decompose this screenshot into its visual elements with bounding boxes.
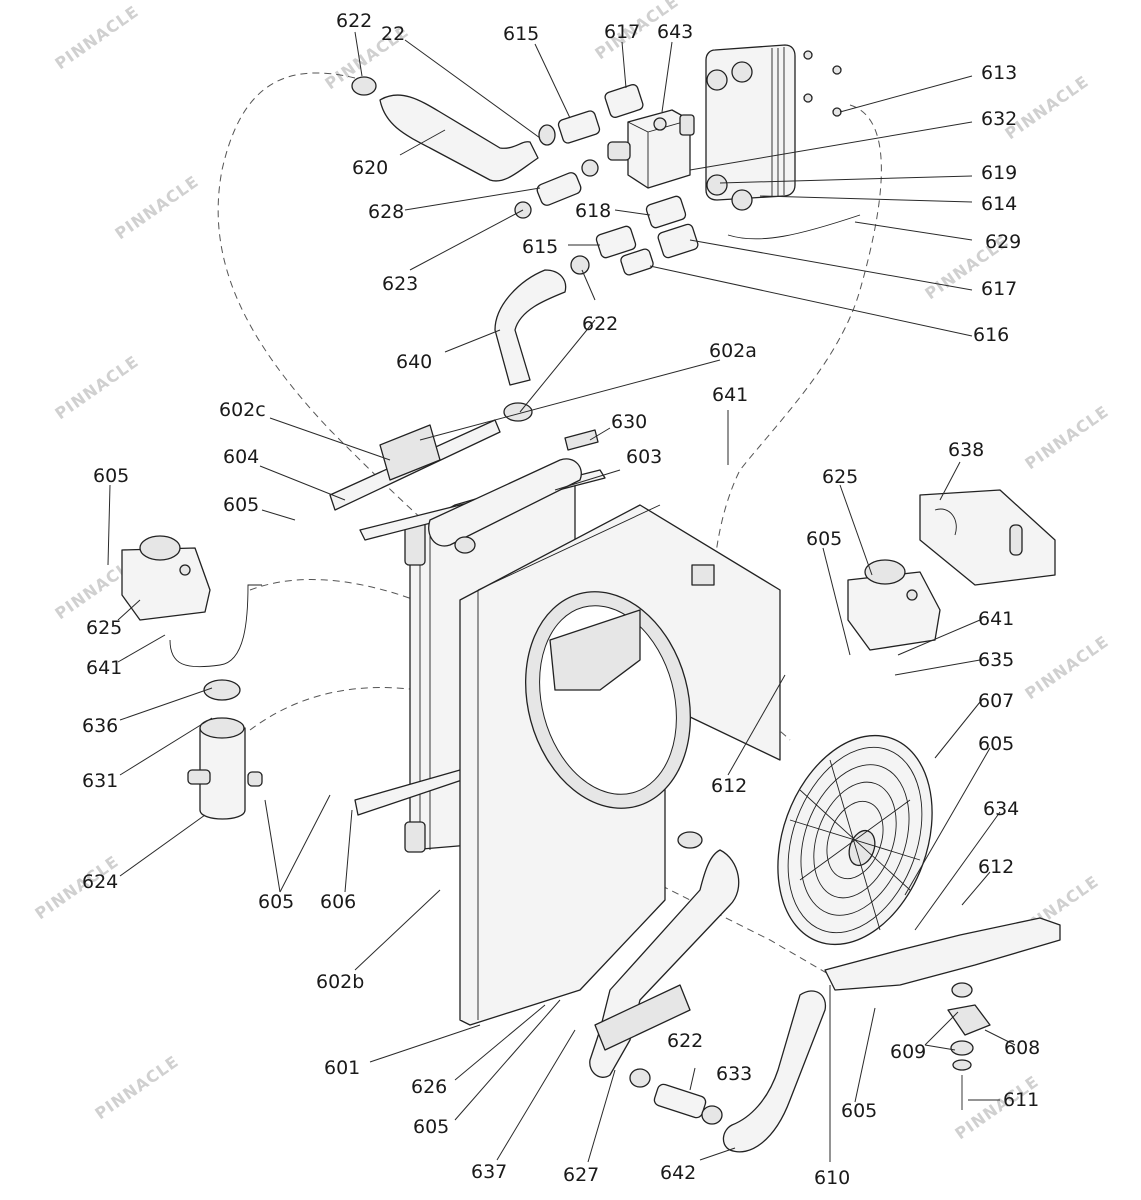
part-label: 605 xyxy=(223,494,259,516)
part-label: 613 xyxy=(981,62,1017,84)
expansion-tank-left xyxy=(121,535,262,668)
part-label: 642 xyxy=(660,1162,696,1184)
part-label: 622 xyxy=(336,10,372,32)
part-label: 612 xyxy=(711,775,747,797)
watermark: PINNACLE xyxy=(51,352,142,424)
mount-bracket-610 xyxy=(824,917,1061,1110)
part-label: 614 xyxy=(981,193,1017,215)
part-label: 627 xyxy=(563,1164,599,1186)
part-label: 602b xyxy=(316,971,364,993)
part-label: 640 xyxy=(396,351,432,373)
part-label: 609 xyxy=(890,1041,926,1063)
part-label: 629 xyxy=(985,231,1021,253)
part-label: 633 xyxy=(716,1063,752,1085)
valve-block xyxy=(607,109,695,189)
part-label: 641 xyxy=(978,608,1014,630)
part-label: 605 xyxy=(806,528,842,550)
part-label: 612 xyxy=(978,856,1014,878)
lower-hose xyxy=(589,831,740,1078)
plate-heat-exchanger xyxy=(705,44,842,211)
part-label: 637 xyxy=(471,1161,507,1183)
watermark: PINNACLE xyxy=(51,2,142,74)
part-label: 635 xyxy=(978,649,1014,671)
part-label: 611 xyxy=(1003,1089,1039,1111)
part-label: 634 xyxy=(983,798,1019,820)
watermark: PINNACLE xyxy=(1021,632,1112,704)
part-label: 603 xyxy=(626,446,662,468)
watermark: PINNACLE xyxy=(91,1052,182,1124)
part-label: 602a xyxy=(709,340,757,362)
part-label: 22 xyxy=(381,23,405,45)
leader-lines xyxy=(107,31,1016,1163)
hose-640 xyxy=(494,269,567,422)
part-label: 623 xyxy=(382,273,418,295)
fan-shroud xyxy=(459,504,781,1026)
part-label: 608 xyxy=(1004,1037,1040,1059)
mounting-bracket-638 xyxy=(919,489,1056,586)
part-label: 620 xyxy=(352,157,388,179)
part-label: 615 xyxy=(522,236,558,258)
part-label: 607 xyxy=(978,690,1014,712)
cooling-fan xyxy=(777,734,933,946)
part-label: 610 xyxy=(814,1167,850,1189)
part-label: 622 xyxy=(582,313,618,335)
part-label: 626 xyxy=(411,1076,447,1098)
part-label: 630 xyxy=(611,411,647,433)
part-label: 617 xyxy=(981,278,1017,300)
part-label: 617 xyxy=(604,21,640,43)
part-label: 643 xyxy=(657,21,693,43)
part-label: 619 xyxy=(981,162,1017,184)
part-label: 615 xyxy=(503,23,539,45)
part-label: 638 xyxy=(948,439,984,461)
part-label: 605 xyxy=(258,891,294,913)
hose-620 xyxy=(351,76,539,182)
part-label: 624 xyxy=(82,871,118,893)
part-label: 616 xyxy=(973,324,1009,346)
watermark: PINNACLE xyxy=(111,172,202,244)
part-label: 618 xyxy=(575,200,611,222)
filler-neck xyxy=(187,679,263,820)
fittings-top xyxy=(514,84,861,276)
expansion-tank-right xyxy=(847,559,941,651)
part-label: 641 xyxy=(86,657,122,679)
part-labels: 622 22 615 617 643 613 632 620 619 628 6… xyxy=(82,10,1040,1189)
part-label: 641 xyxy=(712,384,748,406)
part-label: 632 xyxy=(981,108,1017,130)
part-label: 625 xyxy=(822,466,858,488)
watermark: PINNACLE xyxy=(1021,402,1112,474)
part-label: 605 xyxy=(841,1100,877,1122)
connector-633 xyxy=(629,1068,723,1125)
part-label: 628 xyxy=(368,201,404,223)
part-label: 625 xyxy=(86,617,122,639)
part-label: 605 xyxy=(413,1116,449,1138)
part-label: 631 xyxy=(82,770,118,792)
part-label: 636 xyxy=(82,715,118,737)
part-label: 605 xyxy=(93,465,129,487)
part-label: 604 xyxy=(223,446,259,468)
part-label: 601 xyxy=(324,1057,360,1079)
part-label: 606 xyxy=(320,891,356,913)
part-label: 622 xyxy=(667,1030,703,1052)
part-label: 605 xyxy=(978,733,1014,755)
part-label: 602c xyxy=(219,399,266,421)
